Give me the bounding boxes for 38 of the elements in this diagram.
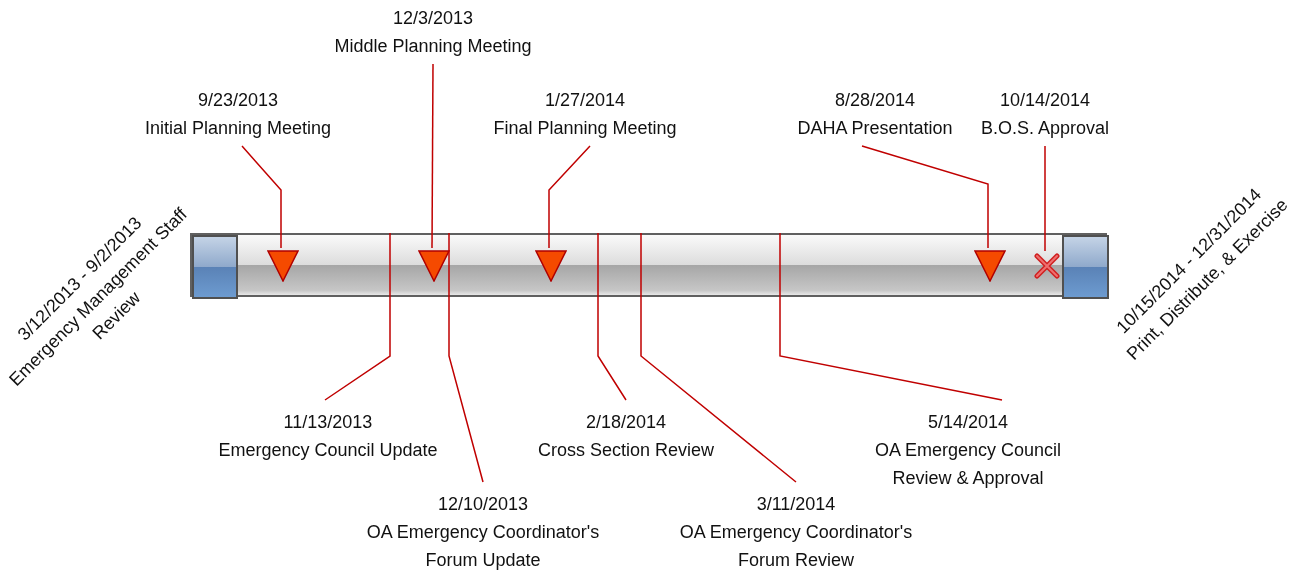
milestone-triangle [267, 250, 299, 282]
milestone-date: 12/10/2013 [437, 493, 529, 516]
milestone-title: Final Planning Meeting [493, 117, 677, 140]
phase-end-block [1062, 235, 1109, 299]
leader-line [448, 232, 484, 483]
phase-end-block [192, 235, 238, 299]
milestone-title: Middle Planning Meeting [334, 35, 532, 58]
milestone-title: Emergency Council Update [218, 439, 438, 462]
milestone-title: OA Emergency Coordinator's Forum Update [365, 521, 601, 572]
leader-line [779, 232, 1003, 401]
milestone-date: 3/11/2014 [756, 493, 836, 516]
milestone-date: 12/3/2013 [392, 7, 474, 30]
milestone-title: DAHA Presentation [797, 117, 953, 140]
milestone-title: Initial Planning Meeting [144, 117, 332, 140]
milestone-title: OA Emergency Council Review & Approval [873, 439, 1063, 490]
milestone-date: 2/18/2014 [585, 411, 667, 434]
milestone-title: Cross Section Review [537, 439, 715, 462]
milestone-title: B.O.S. Approval [980, 117, 1110, 140]
milestone-triangle [974, 250, 1006, 282]
leader-line [861, 145, 989, 249]
milestone-triangle [535, 250, 567, 282]
leader-line [597, 232, 627, 401]
leader-line [431, 63, 434, 249]
leader-line [324, 232, 391, 401]
milestone-title: OA Emergency Coordinator's Forum Review [678, 521, 914, 572]
cross-mark [1034, 253, 1060, 279]
leader-line [1044, 145, 1046, 252]
leader-line [241, 145, 282, 249]
milestone-date: 9/23/2013 [197, 89, 279, 112]
leader-line [548, 145, 591, 249]
leader-line [640, 232, 797, 483]
milestone-date: 5/14/2014 [927, 411, 1009, 434]
milestone-date: 8/28/2014 [834, 89, 916, 112]
milestone-date: 1/27/2014 [544, 89, 626, 112]
milestone-date: 11/13/2013 [283, 411, 373, 434]
milestone-date: 10/14/2014 [999, 89, 1091, 112]
timeline-bar [190, 233, 1107, 297]
milestone-triangle [418, 250, 450, 282]
